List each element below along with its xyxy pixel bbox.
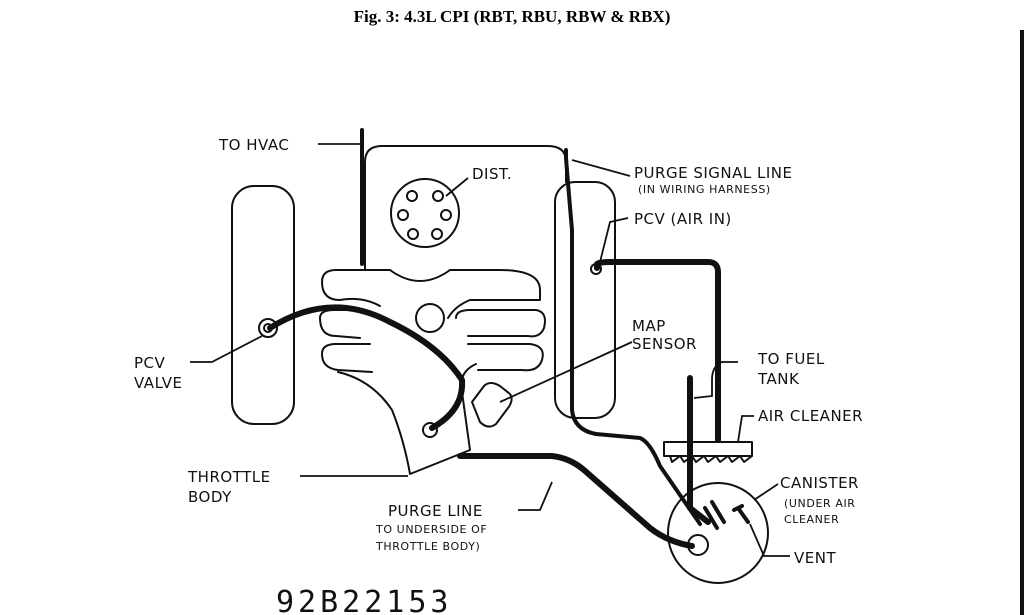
label-canister-note1: (UNDER AIR <box>784 497 856 510</box>
leader-fuel-tank <box>693 361 738 399</box>
purge-line <box>457 453 695 549</box>
label-pcv-air-in: PCV (AIR IN) <box>634 210 732 228</box>
air-cleaner-ribs <box>669 455 753 463</box>
leader-dist <box>445 177 469 197</box>
leader-purge-line <box>518 481 553 511</box>
canister-fittings <box>703 500 726 530</box>
label-throttle-body-line2: BODY <box>188 488 232 506</box>
distributor-cap <box>390 178 460 248</box>
canister-vent-fitting <box>732 504 750 524</box>
page-edge-rule <box>1020 30 1024 615</box>
label-dist: DIST. <box>472 165 512 183</box>
label-air-cleaner: AIR CLEANER <box>758 407 863 425</box>
leader-canister <box>753 483 779 501</box>
label-canister: CANISTER <box>780 474 859 492</box>
leader-purge-signal <box>571 159 631 177</box>
throttle-body <box>337 363 477 475</box>
figure-code: 92B22153 <box>276 585 453 615</box>
label-purge-signal-line: PURGE SIGNAL LINE <box>634 164 792 182</box>
label-purge-line: PURGE LINE <box>388 502 483 520</box>
label-to-fuel-tank-line2: TANK <box>757 370 800 388</box>
label-purge-line-note2: THROTTLE BODY) <box>375 540 480 553</box>
pcv-air-in-hose <box>594 259 721 443</box>
leader-vent <box>749 523 790 557</box>
purge-signal-line <box>564 148 702 526</box>
right-valve-cover <box>554 181 616 419</box>
label-to-hvac: TO HVAC <box>218 136 289 154</box>
figure-title: Fig. 3: 4.3L CPI (RBT, RBU, RBW & RBX) <box>354 7 671 26</box>
label-pcv-valve-line1: PCV <box>134 354 166 372</box>
leader-pcv-valve <box>190 335 263 363</box>
pcv-valve-fitting <box>258 318 278 338</box>
label-pcv-valve-line2: VALVE <box>134 374 183 392</box>
pcv-hose <box>267 304 466 431</box>
label-map-sensor-line1: MAP <box>632 317 666 335</box>
leader-map-sensor <box>499 341 633 403</box>
pcv-valve-inner <box>263 323 273 333</box>
leader-pcv-air-in <box>599 217 629 263</box>
intake-manifold <box>319 269 546 373</box>
pcv-air-in-fitting <box>590 263 602 275</box>
leader-air-cleaner <box>737 415 754 443</box>
distributor-housing <box>364 145 567 271</box>
left-valve-cover <box>231 185 295 425</box>
label-purge-signal-note: (IN WIRING HARNESS) <box>638 183 771 196</box>
label-throttle-body-line1: THROTTLE <box>187 468 271 486</box>
label-canister-note2: CLEANER <box>784 513 839 526</box>
throttle-body-port <box>422 422 438 438</box>
label-map-sensor-line2: SENSOR <box>632 335 697 353</box>
fuel-tank-line <box>687 375 711 525</box>
label-vent: VENT <box>794 549 836 567</box>
label-purge-line-note1: TO UNDERSIDE OF <box>375 523 487 536</box>
canister <box>667 482 769 584</box>
map-sensor <box>471 382 513 428</box>
label-to-fuel-tank-line1: TO FUEL <box>757 350 825 368</box>
air-cleaner-plate <box>663 441 753 457</box>
